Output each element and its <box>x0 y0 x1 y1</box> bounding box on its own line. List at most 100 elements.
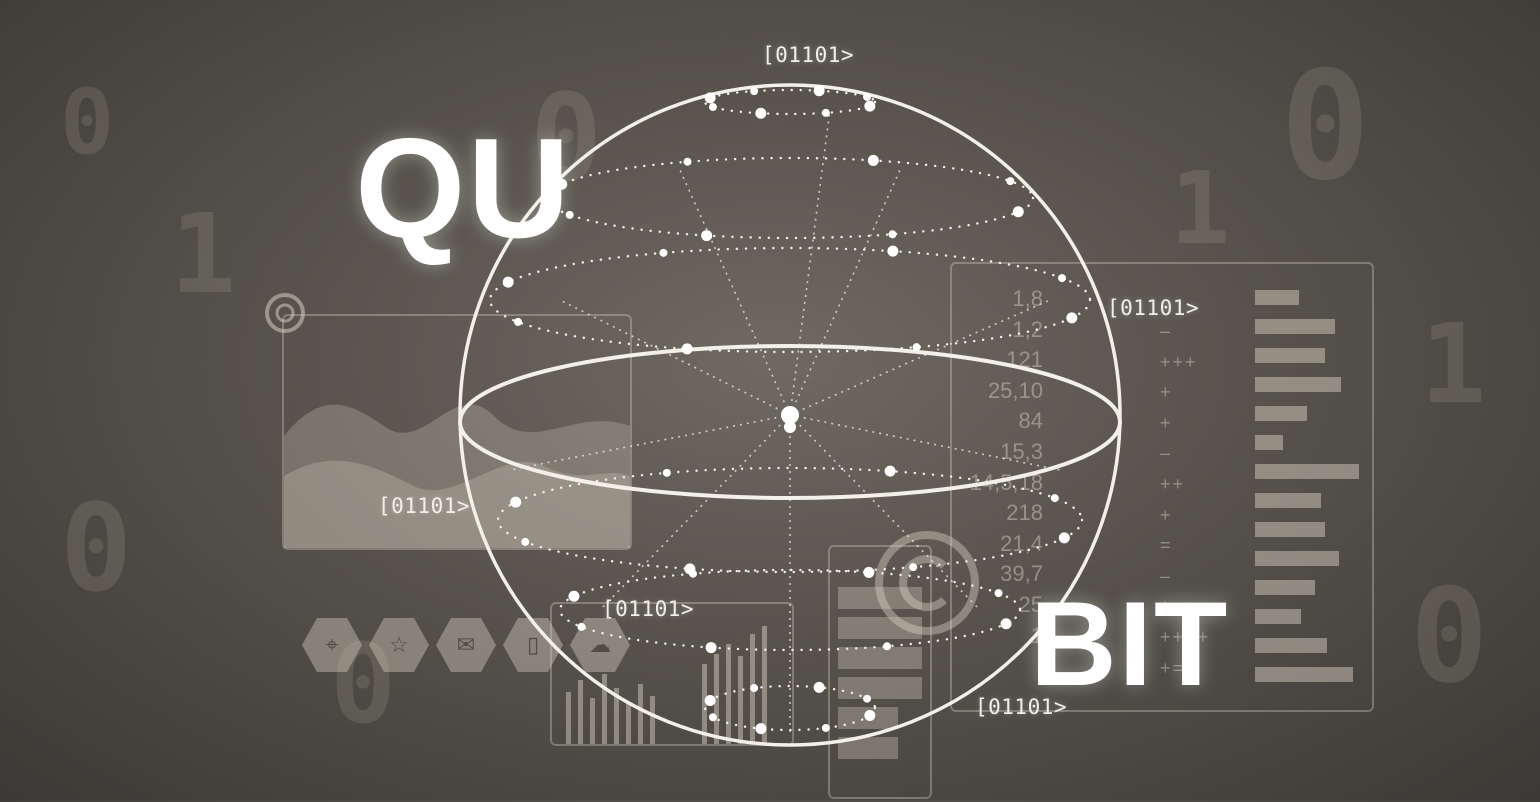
ket-label-bottom: [01101> <box>602 597 695 621</box>
readout-symbol: += <box>1160 657 1186 678</box>
radial-line <box>789 414 981 611</box>
latitude-ring <box>545 156 1035 240</box>
lattice-node <box>821 108 830 117</box>
horizontal-bar <box>1255 290 1299 305</box>
radial-line <box>789 169 901 416</box>
lattice-node <box>867 154 879 166</box>
lattice-node <box>864 710 876 722</box>
lattice-node <box>688 569 697 578</box>
latitude-ring <box>703 88 877 116</box>
bar-chart-panel <box>550 602 794 746</box>
stacked-bar-panel <box>828 545 932 799</box>
lattice-node <box>1058 532 1070 544</box>
lattice-node <box>750 87 759 96</box>
readout-number: 21,4 <box>1000 530 1043 556</box>
lattice-node <box>1066 312 1078 324</box>
horizontal-bar <box>1255 522 1325 537</box>
readout-symbols: – +++ + + – ++ + = – + ++++ += <box>1160 316 1220 683</box>
readout-symbol: – <box>1160 565 1173 586</box>
circle-c-icon <box>875 531 979 635</box>
lattice-node <box>863 694 872 703</box>
radial-line <box>679 169 791 416</box>
background-digit: 0 <box>1410 560 1489 712</box>
ket-label-right: [01101> <box>1107 296 1200 320</box>
readout-symbol: – <box>1160 443 1173 464</box>
readout-number: 39,7 <box>1000 561 1043 587</box>
radial-line <box>599 414 791 611</box>
title-bit: BIT <box>1030 577 1230 711</box>
readout-symbol: = <box>1160 535 1173 556</box>
lattice-node <box>884 465 896 477</box>
ket-label-left: [01101> <box>378 494 471 518</box>
lattice-node <box>994 589 1003 598</box>
lattice-node <box>577 622 586 631</box>
lattice-node <box>750 684 759 693</box>
readout-number: 1,8 <box>1012 286 1043 311</box>
lattice-node <box>662 468 671 477</box>
background-digit: 0 <box>1280 40 1371 214</box>
readout-number: 25,10 <box>987 377 1043 403</box>
sphere-center <box>781 406 799 424</box>
lattice-node <box>683 157 692 166</box>
sphere-center-node <box>784 421 796 433</box>
lattice-node <box>556 178 568 190</box>
hex-icon-row: ⌖ ☆ ✉ ▯ ☁ <box>302 618 630 672</box>
background-digit: 1 <box>1420 300 1487 428</box>
lattice-node <box>821 723 830 732</box>
horizontal-bar <box>1255 493 1321 508</box>
lattice-node <box>909 563 918 572</box>
radial-line <box>789 299 1051 416</box>
lattice-node <box>1006 177 1015 186</box>
horizontal-bar <box>1255 464 1359 479</box>
lattice-node <box>704 694 716 706</box>
background-digit: 0 <box>330 620 397 748</box>
lattice-node <box>755 107 767 119</box>
lattice-node <box>912 343 921 352</box>
horizontal-bars <box>1255 290 1359 696</box>
lattice-node <box>887 245 899 257</box>
mail-icon: ✉ <box>436 618 496 672</box>
readout-number: 25 <box>1018 591 1043 617</box>
stacked-bar-graphic <box>838 587 922 759</box>
readout-symbol: +++ <box>1160 351 1198 372</box>
lattice-node <box>521 537 530 546</box>
latitude-ring <box>488 246 1092 354</box>
readout-symbol: + <box>1160 412 1173 433</box>
horizontal-bar <box>1255 348 1325 363</box>
lattice-node <box>704 92 716 104</box>
horizontal-bar <box>1255 435 1283 450</box>
readout-symbol: ++++ <box>1160 626 1211 647</box>
star-icon: ☆ <box>369 618 429 672</box>
horizontal-bar <box>1255 319 1335 334</box>
lattice-node <box>1050 494 1059 503</box>
readout-symbol: ++ <box>1160 473 1186 494</box>
background-digit: 0 <box>60 480 133 619</box>
lattice-node <box>708 713 717 722</box>
lattice-node <box>1012 206 1024 218</box>
readout-symbol: + <box>1160 596 1173 617</box>
background-digit: 1 <box>170 190 237 318</box>
background-digit: 1 <box>1170 150 1231 267</box>
readout-symbol: – <box>1160 321 1173 341</box>
lattice-node <box>701 230 713 242</box>
lattice-node <box>1058 274 1067 283</box>
readout-number: 218 <box>1006 500 1043 526</box>
lattice-node <box>864 100 876 112</box>
lattice-node <box>513 317 522 326</box>
lattice-node <box>813 85 825 97</box>
area-chart-panel <box>282 314 632 550</box>
lattice-node <box>813 681 825 693</box>
lattice-node <box>708 103 717 112</box>
radial-line <box>509 414 791 471</box>
ket-label-top: [01101> <box>762 43 855 67</box>
horizontal-bar <box>1255 580 1315 595</box>
lattice-node <box>568 590 580 602</box>
horizontal-bar <box>1255 609 1301 624</box>
lattice-node <box>863 92 872 101</box>
horizontal-bar <box>1255 667 1353 682</box>
lattice-node <box>705 642 717 654</box>
horizontal-bar <box>1255 638 1327 653</box>
lattice-node <box>883 642 892 651</box>
latitude-ring <box>496 466 1084 574</box>
background-digit: 0 <box>60 70 115 175</box>
